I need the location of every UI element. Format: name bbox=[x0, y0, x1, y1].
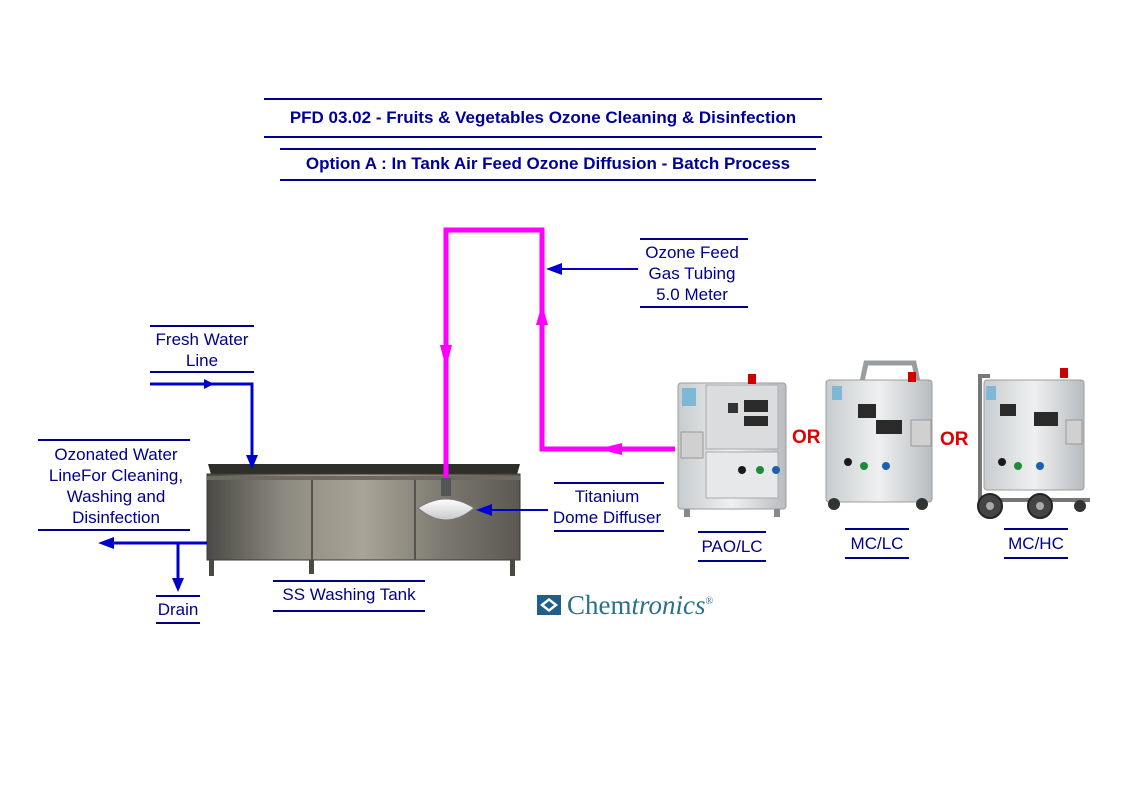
logo-text-part: tronics bbox=[631, 590, 706, 620]
title-rule bbox=[264, 98, 822, 100]
ozone-feed-tubing bbox=[440, 227, 675, 478]
drain-label: Drain bbox=[157, 600, 199, 619]
page-subtitle: Option A : In Tank Air Feed Ozone Diffus… bbox=[305, 154, 791, 173]
label-rule bbox=[273, 580, 425, 582]
ozonated-water-label-line: Disinfection bbox=[72, 508, 160, 527]
ozonated-water-label-line: LineFor Cleaning, bbox=[48, 466, 184, 485]
label-rule bbox=[273, 610, 425, 612]
tank-top-band bbox=[207, 476, 520, 480]
fresh-water-label: Fresh Water Line bbox=[140, 329, 264, 371]
label-rule bbox=[845, 528, 909, 530]
or-separator: OR bbox=[792, 427, 821, 448]
logo-registered-mark: ® bbox=[705, 596, 714, 607]
generator-mc-lc-image bbox=[825, 360, 933, 510]
diffuser-pointer bbox=[476, 504, 548, 516]
label-rule bbox=[38, 439, 190, 441]
label-rule bbox=[640, 238, 748, 240]
label-rule bbox=[38, 529, 190, 531]
label-rule bbox=[698, 560, 766, 562]
label-rule bbox=[554, 482, 664, 484]
diffuser-label: Titanium Dome Diffuser bbox=[540, 486, 674, 528]
diffuser-label-line: Titanium bbox=[574, 487, 640, 506]
generator-model-label: MC/LC bbox=[850, 534, 904, 553]
label-rule bbox=[1004, 557, 1068, 559]
label-rule bbox=[156, 622, 200, 624]
label-rule bbox=[554, 530, 664, 532]
label-rule bbox=[845, 557, 909, 559]
ozonated-water-label-line: Washing and bbox=[66, 487, 166, 506]
ozone-feed-label: Ozone Feed Gas Tubing 5.0 Meter bbox=[630, 242, 754, 305]
fresh-water-label-line: Line bbox=[185, 351, 219, 370]
tank-leg bbox=[309, 560, 314, 574]
tank-body bbox=[206, 473, 521, 561]
ozonated-water-label-line: Ozonated Water bbox=[54, 445, 178, 464]
title-rule bbox=[264, 136, 822, 138]
generator-model-label: MC/HC bbox=[1008, 534, 1064, 553]
ozonated-water-line bbox=[98, 537, 207, 592]
label-rule bbox=[640, 306, 748, 308]
or-separator: OR bbox=[940, 429, 969, 450]
title-rule bbox=[280, 148, 816, 150]
fresh-water-line bbox=[150, 379, 258, 469]
ozonated-water-label: Ozonated Water LineFor Cleaning, Washing… bbox=[30, 444, 202, 528]
ozone-feed-label-line: 5.0 Meter bbox=[656, 285, 728, 304]
label-rule bbox=[1004, 528, 1068, 530]
diffuser-label-line: Dome Diffuser bbox=[552, 508, 662, 527]
ozone-feed-label-line: Ozone Feed bbox=[645, 243, 739, 262]
ozone-feed-label-line: Gas Tubing bbox=[648, 264, 736, 283]
label-rule bbox=[150, 371, 254, 373]
title-rule bbox=[280, 179, 816, 181]
ozone-feed-pointer bbox=[546, 263, 638, 275]
dome-diffuser bbox=[417, 478, 475, 521]
tank-leg bbox=[510, 560, 515, 576]
label-rule bbox=[156, 595, 200, 597]
tank-leg bbox=[209, 560, 214, 576]
chemtronics-logo: Chemtronics® bbox=[567, 590, 713, 621]
page-title: PFD 03.02 - Fruits & Vegetables Ozone Cl… bbox=[289, 108, 797, 127]
label-rule bbox=[150, 325, 254, 327]
chemtronics-logo-mark bbox=[537, 595, 561, 615]
fresh-water-label-line: Fresh Water bbox=[155, 330, 249, 349]
logo-text-part: Chem bbox=[567, 590, 632, 620]
generator-model-label: PAO/LC bbox=[701, 537, 763, 556]
generator-pao-lc-image bbox=[677, 374, 787, 517]
washing-tank bbox=[206, 464, 521, 576]
tank-label: SS Washing Tank bbox=[282, 585, 416, 604]
label-rule bbox=[698, 531, 766, 533]
generator-mc-hc-image bbox=[977, 368, 1090, 519]
